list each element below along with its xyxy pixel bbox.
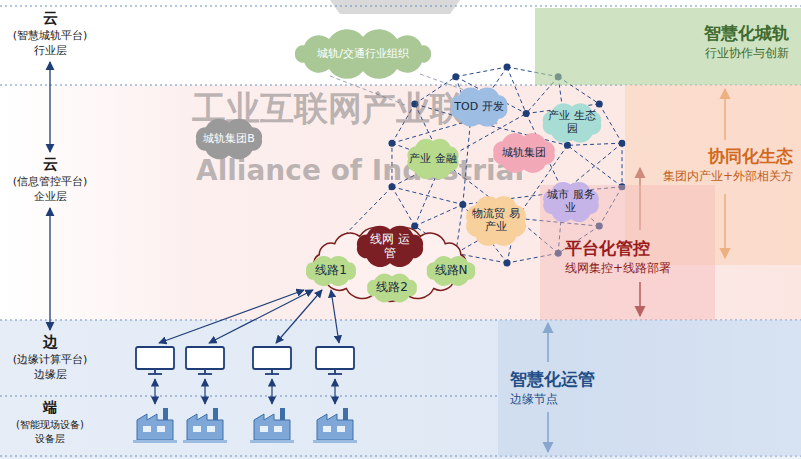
layer-label: 端 [0, 400, 100, 415]
mesh-link [622, 143, 623, 187]
layer-label: 边 [0, 334, 100, 351]
edge-terminal [136, 347, 174, 404]
mesh-dot [596, 100, 603, 107]
layer-label: 行业层 [0, 45, 100, 57]
edge-terminal [186, 347, 224, 404]
panel-subtitle: 集团内产业+外部相关方 [663, 168, 793, 184]
watermark: Alliance of Industrial [196, 156, 524, 187]
industry-panel: 智慧化城轨行业协作与创新 [535, 8, 801, 85]
cloud-label: 城轨集团B [203, 133, 255, 146]
ecosystem-cloud: 产业 金融 [402, 134, 464, 184]
operations-panel: 智慧化运管边缘节点 [498, 320, 801, 456]
industry-org-cloud: 城轨/交通行业组织 [278, 30, 448, 78]
field-device [313, 408, 357, 443]
mesh-dot [523, 110, 530, 117]
panel-caption: 协同化生态集团内产业+外部相关方 [663, 145, 793, 184]
ecosystem-cloud: TOD 开发 [444, 84, 514, 130]
cloud-label: 城轨/交通行业组织 [317, 48, 409, 61]
mesh-link [392, 187, 415, 226]
panel-subtitle: 线网集控+线路部署 [565, 260, 671, 276]
cloud-text: 线网 运管 [357, 226, 423, 267]
mesh-link [599, 104, 622, 143]
mesh-dot [504, 260, 511, 267]
mesh-link [415, 204, 463, 226]
edge-band [0, 320, 801, 459]
cloud-text: 线路1 [315, 264, 347, 278]
cloud-text: 城轨/交通行业组织 [317, 48, 409, 61]
field-device [183, 408, 227, 443]
layer-label: 云 [0, 156, 100, 173]
field-device [133, 408, 177, 443]
layer-label: (智能现场设备) [0, 419, 100, 430]
mesh-dot [504, 64, 511, 71]
layer-label: (信息管控平台) [0, 176, 100, 188]
layer-label: 设备层 [0, 433, 100, 444]
uplink-arrow [276, 290, 322, 343]
layer-dividers [0, 6, 801, 456]
cloud-text: 产业 金融 [409, 153, 457, 166]
layer-label: (智慧城轨平台) [0, 30, 100, 42]
panel-title: 平台化管控 [565, 237, 671, 260]
mesh-link [456, 67, 507, 77]
layer-label: 边缘层 [0, 369, 100, 381]
panel-caption: 平台化管控线网集控+线路部署 [565, 237, 671, 276]
network-ops-cloud: 线网 运管线路1 线路2 线路N [297, 222, 483, 306]
layer-label: 云 [0, 10, 100, 27]
cloud-label: 物流贸 易 产业 [467, 208, 525, 233]
cloud-text: 线路N [435, 264, 468, 278]
edge-terminal [253, 347, 291, 404]
cloud-text: 产业 生态园 [543, 110, 601, 135]
panel-title: 协同化生态 [663, 145, 793, 168]
panel-caption: 智慧化城轨行业协作与创新 [704, 22, 789, 61]
cloud-text: 城轨集团B [203, 133, 255, 146]
cloud-label: TOD 开发 [454, 101, 503, 114]
mesh-dot [452, 73, 459, 80]
industry-band [0, 0, 801, 85]
ecosystem-cloud: 产业 生态园 [536, 100, 608, 146]
mesh-link [507, 67, 526, 114]
cloud-text: 城市 服务业 [544, 189, 598, 214]
line-cloud: 线路1 [300, 254, 362, 288]
cloud-text: 物流贸 易 产业 [467, 208, 525, 233]
cloud-text: TOD 开发 [454, 101, 503, 114]
edge-devices [133, 290, 357, 443]
cloud-label: 线路2 [376, 281, 408, 295]
cloud-label: 城市 服务业 [544, 189, 598, 214]
cloud-label: 产业 生态园 [543, 110, 601, 135]
ecosystem-cloud: 城市 服务业 [537, 178, 605, 226]
cloud-label: 产业 金融 [409, 153, 457, 166]
uplink-arrow [209, 290, 313, 343]
panel-title: 智慧化城轨 [704, 22, 789, 45]
mesh-dot [459, 201, 466, 208]
panel-caption: 智慧化运管边缘节点 [510, 368, 595, 407]
mesh-dot [564, 142, 571, 149]
logo-fragment [330, 0, 460, 14]
mesh-link [392, 187, 463, 205]
mesh-link [567, 145, 622, 186]
cloud-label: 线路N [435, 264, 468, 278]
ecosystem-cloud: 物流贸 易 产业 [460, 190, 532, 252]
mesh-dot [388, 140, 395, 147]
line-cloud: 线路N [421, 254, 481, 288]
field-device [250, 408, 294, 443]
enterprise-band [0, 85, 801, 320]
line-cloud: 线路2 [361, 272, 423, 304]
cloud-label: 城轨集团 [502, 147, 546, 160]
layer-label: 企业层 [0, 191, 100, 203]
cloud-text: 线路2 [376, 281, 408, 295]
panel-subtitle: 行业协作与创新 [704, 45, 789, 61]
group-cloud: 城轨集团B [188, 116, 270, 162]
uplink-arrow [331, 290, 339, 343]
panel-title: 智慧化运管 [510, 368, 595, 391]
edge-terminal [316, 347, 354, 404]
layer-label: (边缘计算平台) [0, 354, 100, 366]
cloud-text: 城轨集团 [502, 147, 546, 160]
cloud-label: 线网 运管 [357, 226, 423, 267]
mesh-link [567, 143, 622, 145]
ecosystem-cloud: 城轨集团 [486, 130, 562, 176]
panel-subtitle: 边缘节点 [510, 391, 595, 407]
cloud-label: 线路1 [315, 264, 347, 278]
